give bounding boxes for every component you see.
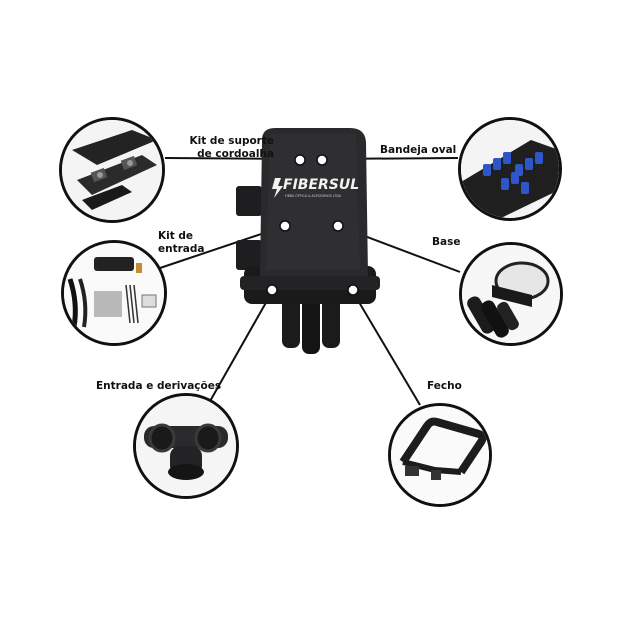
base-icon	[462, 245, 560, 343]
entry-ports-icon	[136, 396, 236, 496]
circle-fecho	[388, 403, 492, 507]
circle-bandeja-oval	[458, 117, 562, 221]
label-entrada-derivacoes: Entrada e derivações	[96, 380, 222, 392]
circle-kit-suporte	[59, 117, 165, 223]
brand-name: FIBERSUL	[283, 177, 359, 193]
oval-tray-icon	[461, 120, 559, 218]
latch-clamp-icon	[391, 406, 489, 504]
label-kit-entrada: Kit de entrada	[158, 230, 204, 256]
line-entrada-derivacoes	[204, 291, 273, 411]
brand-tagline: FIBRA ÓPTICA & ACESSÓRIOS LTDA	[285, 193, 342, 198]
line-fecho	[352, 291, 421, 406]
circle-kit-entrada	[61, 240, 167, 346]
bracket-kit-icon	[62, 120, 162, 220]
brand-logo-icon	[272, 178, 283, 198]
label-kit-suporte-line2: de cordoalha	[197, 148, 274, 160]
circle-base	[459, 242, 563, 346]
label-kit-entrada-line2: entrada	[158, 243, 205, 255]
label-kit-entrada-line1: Kit de	[158, 230, 194, 242]
label-base: Base	[432, 236, 461, 248]
label-fecho: Fecho	[427, 380, 462, 392]
entry-kit-icon	[64, 243, 164, 343]
circle-entrada-derivacoes	[133, 393, 239, 499]
label-bandeja-oval: Bandeja oval	[380, 144, 457, 156]
label-kit-suporte-line1: Kit de suporte	[189, 135, 274, 147]
label-kit-suporte: Kit de suporte de cordoalha	[170, 135, 274, 161]
